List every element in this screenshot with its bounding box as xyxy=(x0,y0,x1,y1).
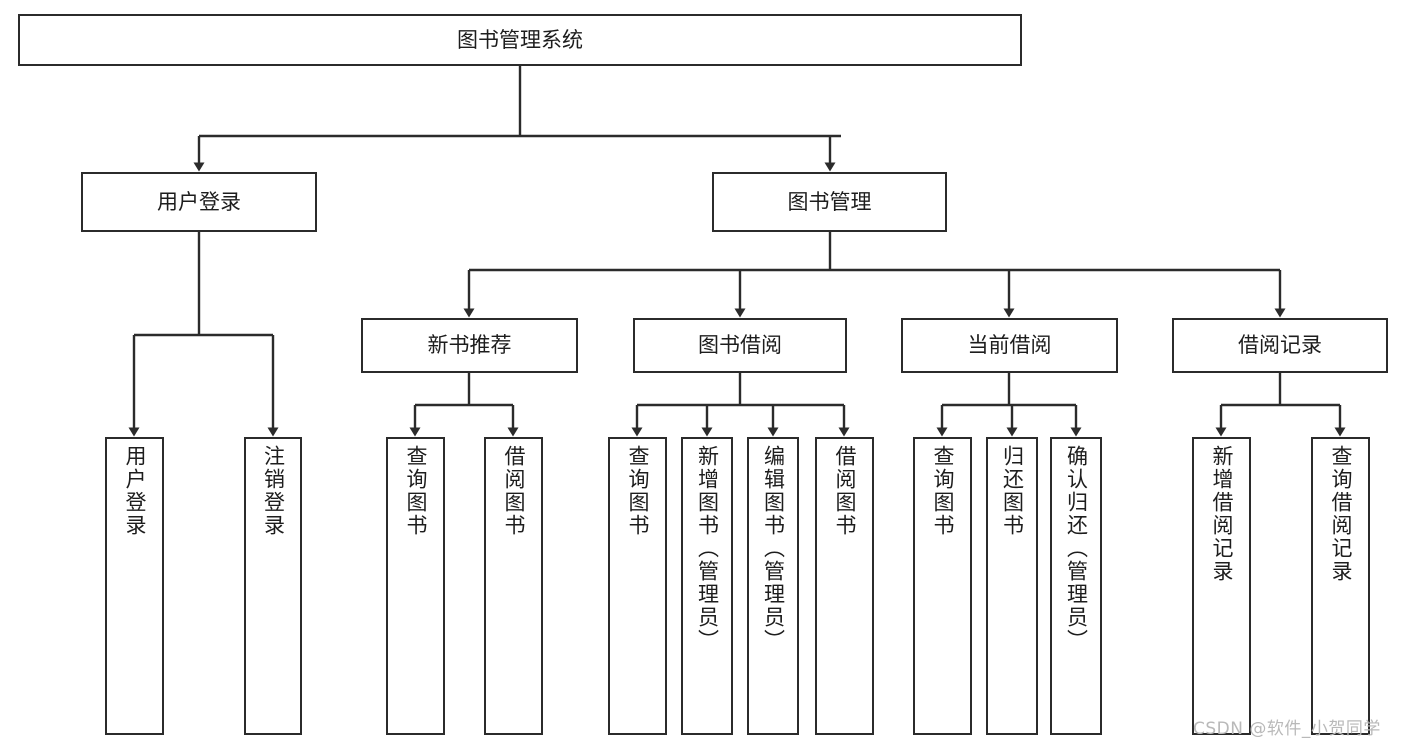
leaf-confirm-return-admin-label: 确认归还（管理员） xyxy=(1064,445,1089,652)
leaf-add-book-admin[interactable]: 新增图书（管理员） xyxy=(681,437,733,735)
leaf-logout[interactable]: 注销登录 xyxy=(244,437,302,735)
leaf-edit-book-admin[interactable]: 编辑图书（管理员） xyxy=(747,437,799,735)
leaf-query-borrow-record-label: 查询借阅记录 xyxy=(1329,445,1353,583)
leaf-logout-label: 注销登录 xyxy=(261,445,286,537)
leaf-confirm-return-admin[interactable]: 确认归还（管理员） xyxy=(1050,437,1102,735)
leaf-edit-book-admin-label: 编辑图书（管理员） xyxy=(761,445,786,652)
node-new-book-recommend-label: 新书推荐 xyxy=(427,333,512,358)
leaf-user-login[interactable]: 用户登录 xyxy=(105,437,164,735)
leaf-borrow-book-recommend-label: 借阅图书 xyxy=(502,445,526,537)
leaf-query-book-borrow[interactable]: 查询图书 xyxy=(608,437,667,735)
node-new-book-recommend[interactable]: 新书推荐 xyxy=(361,318,578,373)
leaf-return-book[interactable]: 归还图书 xyxy=(986,437,1038,735)
node-current-borrow-label: 当前借阅 xyxy=(967,333,1052,358)
leaf-query-book-borrow-label: 查询图书 xyxy=(626,445,650,537)
leaf-query-book-current[interactable]: 查询图书 xyxy=(913,437,972,735)
leaf-add-borrow-record-label: 新增借阅记录 xyxy=(1210,445,1234,583)
leaf-query-book-current-label: 查询图书 xyxy=(931,445,955,537)
node-root-label: 图书管理系统 xyxy=(457,27,583,52)
leaf-add-book-admin-label: 新增图书（管理员） xyxy=(695,445,720,652)
node-borrow-record[interactable]: 借阅记录 xyxy=(1172,318,1388,373)
csdn-watermark: CSDN @软件_小贺同学 xyxy=(1193,719,1381,739)
node-current-borrow[interactable]: 当前借阅 xyxy=(901,318,1118,373)
node-book-borrow-label: 图书借阅 xyxy=(698,333,782,358)
node-user-login[interactable]: 用户登录 xyxy=(81,172,317,232)
leaf-return-book-label: 归还图书 xyxy=(1000,445,1025,537)
leaf-query-book-recommend[interactable]: 查询图书 xyxy=(386,437,445,735)
node-book-management[interactable]: 图书管理 xyxy=(712,172,947,232)
leaf-add-borrow-record[interactable]: 新增借阅记录 xyxy=(1192,437,1251,735)
leaf-query-book-recommend-label: 查询图书 xyxy=(404,445,428,537)
leaf-query-borrow-record[interactable]: 查询借阅记录 xyxy=(1311,437,1370,735)
node-borrow-record-label: 借阅记录 xyxy=(1238,333,1322,358)
leaf-user-login-label: 用户登录 xyxy=(123,445,147,537)
node-user-login-label: 用户登录 xyxy=(157,189,241,214)
leaf-borrow-book-recommend[interactable]: 借阅图书 xyxy=(484,437,543,735)
node-root[interactable]: 图书管理系统 xyxy=(18,14,1022,66)
leaf-borrow-book[interactable]: 借阅图书 xyxy=(815,437,874,735)
leaf-borrow-book-label: 借阅图书 xyxy=(833,445,857,537)
node-book-management-label: 图书管理 xyxy=(787,189,872,214)
node-book-borrow[interactable]: 图书借阅 xyxy=(633,318,847,373)
